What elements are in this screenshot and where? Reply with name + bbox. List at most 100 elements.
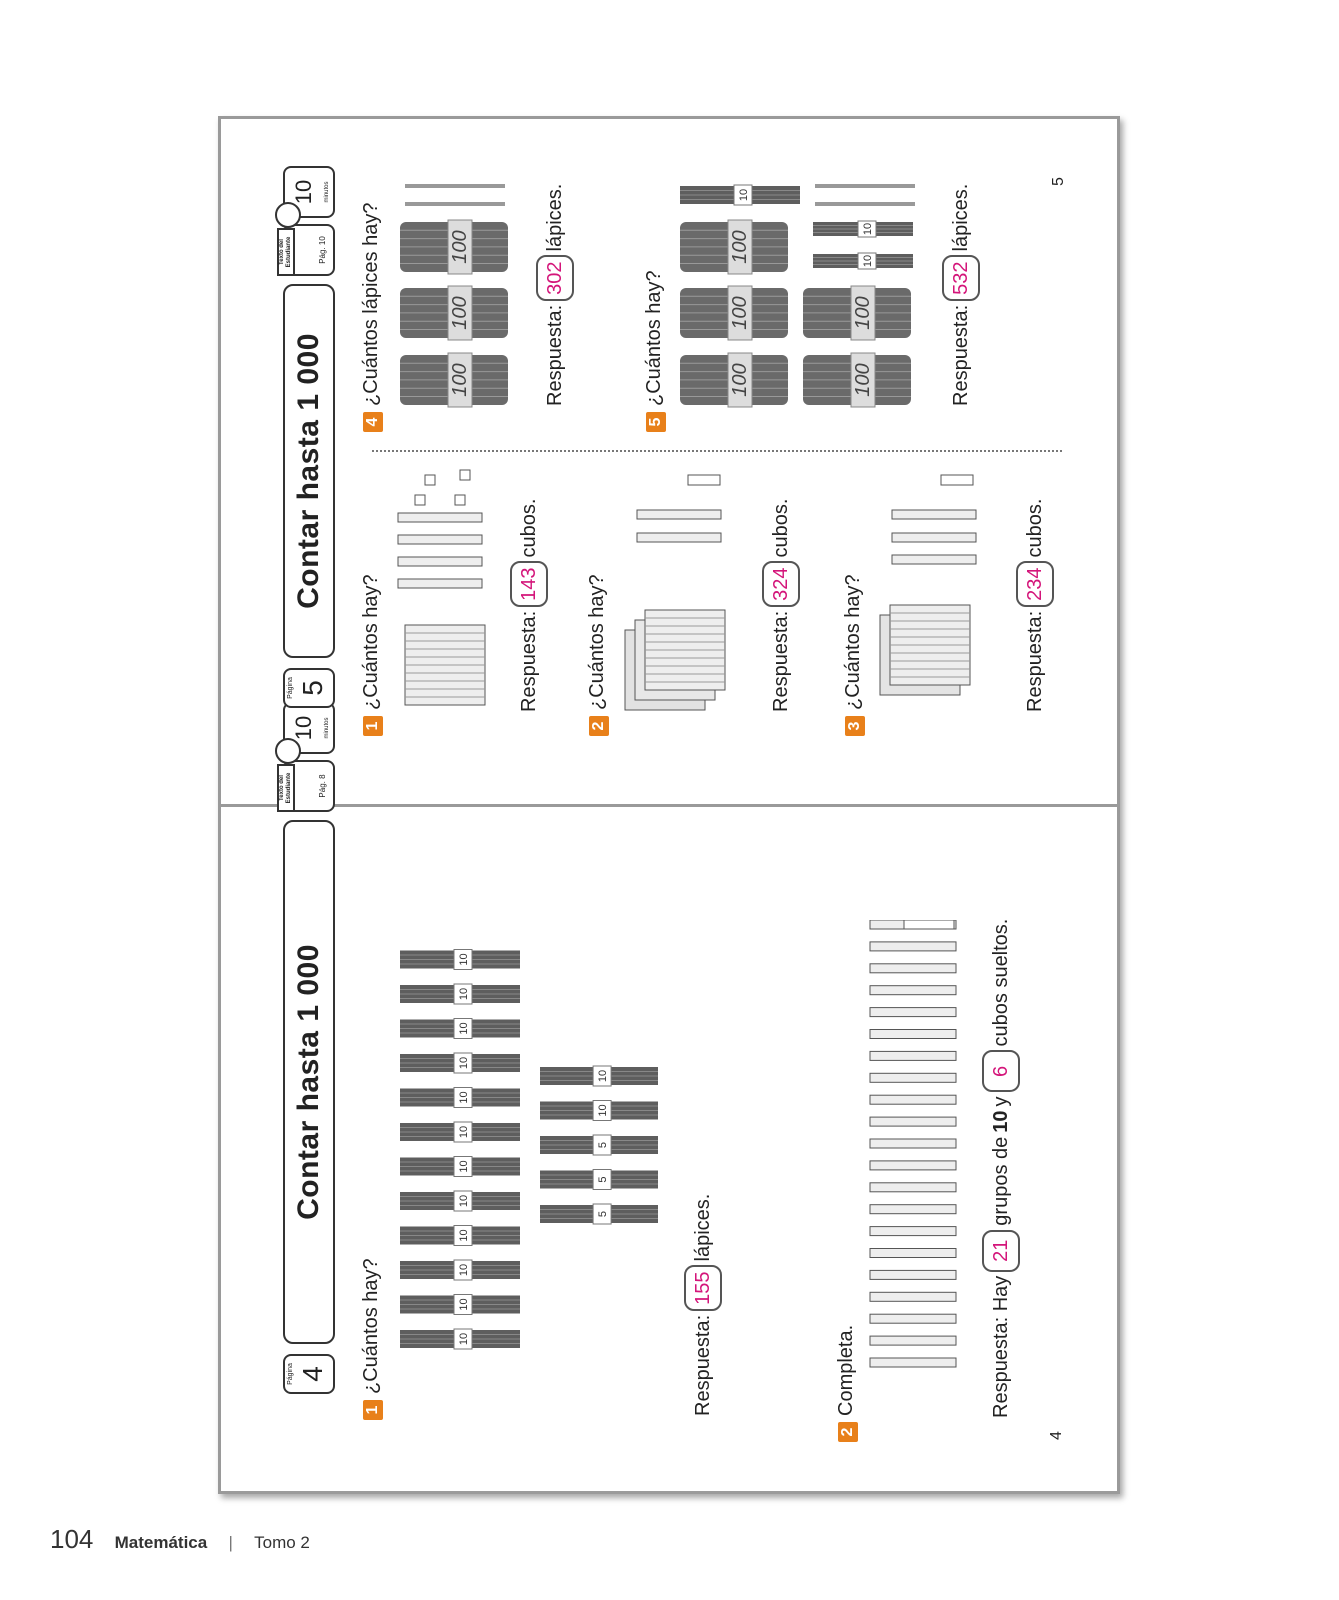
answer-box[interactable]: 143 [510,561,548,607]
ten-rod [869,1248,957,1258]
question-text: Completa. [835,1324,857,1416]
svg-text:10: 10 [458,1195,470,1207]
ten-rod [869,1335,957,1346]
question-text: ¿Cuántos hay? [360,1258,382,1394]
p4-q2-answer: Respuesta: Hay 21 grupos de 10 y 6 cubos… [982,919,1020,1418]
page-label: Página [287,677,294,699]
svg-text:5: 5 [597,1176,609,1182]
answer-box[interactable]: 155 [684,1265,722,1311]
timer-unit: minutos [324,181,330,203]
answer-suffix: lápices. [543,183,566,252]
page-title: Contar hasta 1 000 [283,284,335,658]
svg-text:100: 100 [449,296,471,329]
book-icon: Texto del Estudiante [277,764,295,812]
answer-prefix: Respuesta: [543,304,566,406]
pencil-bundle-10: 10 [400,983,520,1005]
page-number: 5 [297,680,328,696]
pencil-bundle-10: 10 [400,1052,520,1074]
pencil-bundle-100: 100 [680,285,788,341]
page-title: Contar hasta 1 000 [283,820,335,1344]
svg-text:100: 100 [852,296,874,329]
ten-rod [869,1226,957,1237]
loose-cubes [903,920,955,930]
textbook-reference: Texto del Estudiante Pág. 8 [277,760,335,812]
svg-text:5: 5 [597,1142,609,1148]
pencil-bundle-10: 10 [813,220,913,238]
answer-ten: 10 [989,1110,1012,1133]
pencil-bundle-10: 10 [400,1156,520,1177]
page-label: Página [287,1363,294,1385]
p5-q1-blocks [397,469,486,706]
ten-rod [397,556,483,567]
question-number: 3 [844,716,865,736]
ten-rod [869,985,957,996]
svg-text:100: 100 [449,363,471,396]
svg-text:10: 10 [458,1298,470,1310]
p5-question-4: 4¿Cuántos lápices hay? [360,203,383,432]
pencil-bundle-5: 5 [540,1203,658,1225]
ten-rod [869,941,957,952]
ten-rod [869,1138,957,1149]
answer-box[interactable]: 324 [762,561,800,607]
svg-text:10: 10 [597,1104,609,1116]
footer-subject: Matemática [114,1533,208,1552]
pencil-bundle-10: 10 [400,1121,520,1143]
p4-ten-rods [869,920,957,1368]
answer-box[interactable]: 302 [536,255,574,301]
answer-prefix: Respuesta: Hay [989,1275,1012,1418]
page-number-box: Página 4 [283,1354,335,1394]
timer-unit: minutos [324,717,330,739]
p5-q5-answer: Respuesta: 532 lápices. [942,184,980,406]
pencil-bundle-10: 10 [400,1190,520,1212]
pencil-bundle-10: 10 [680,184,800,206]
answer-box-loose[interactable]: 6 [982,1050,1020,1093]
answer-box[interactable]: 234 [1016,561,1054,607]
answer-box[interactable]: 532 [942,255,980,301]
ten-rod [869,1116,957,1127]
page-number-box: Página 5 [283,668,335,708]
question-number: 2 [588,716,609,736]
answer-prefix: Respuesta: [769,610,792,712]
pencil-bundle-5: 5 [540,1169,658,1190]
book-footer: 104 Matemática | Tomo 2 [50,1524,310,1554]
pencil-bundle-10: 10 [400,1328,520,1350]
svg-text:10: 10 [458,1264,470,1276]
p5-q4-answer: Respuesta: 302 lápices. [536,184,574,406]
svg-text:10: 10 [862,223,874,235]
answer-middle: grupos de [989,1136,1012,1226]
timer-value: 10 [291,179,316,205]
pencil-bundle-100: 100 [400,219,508,275]
p5-q1-answer: Respuesta: 143 cubos. [510,499,548,712]
svg-text:100: 100 [729,230,751,263]
ten-rod [636,532,722,543]
footer-volume: Tomo 2 [254,1533,310,1552]
ten-rod [869,1357,957,1368]
textbook-page: Pág. 10 [318,236,327,264]
pencil-bundle-10: 10 [540,1065,658,1087]
p4-question-1: 1¿Cuántos hay? [360,1258,383,1420]
footer-page-number: 104 [50,1524,94,1554]
ten-rod [891,509,977,520]
answer-suffix: cubos sueltos. [989,918,1012,1047]
pencil-bundle-100: 100 [400,285,508,341]
ten-rod [869,1313,957,1324]
answer-box-groups[interactable]: 21 [982,1229,1020,1272]
p5-q3-answer: Respuesta: 234 cubos. [1016,499,1054,712]
ten-rod [869,1007,957,1018]
timer-box: 10 minutos [275,702,335,764]
answer-suffix: cubos. [769,498,792,558]
ten-rod [869,1094,957,1105]
question-text: ¿Cuántos lápices hay? [360,202,382,406]
question-number: 5 [645,412,666,432]
ten-rod [891,532,977,543]
pencil-bundle-10: 10 [400,1225,520,1246]
question-text: ¿Cuántos hay? [360,574,382,710]
p5-question-2: 2¿Cuántos hay? [586,574,609,736]
p5-question-3: 3¿Cuántos hay? [842,574,865,736]
page-divider [218,804,1120,807]
p5-q3-blocks [879,474,977,696]
svg-text:100: 100 [729,363,751,396]
svg-text:100: 100 [852,363,874,396]
pencil-bundle-10: 10 [400,1018,520,1039]
ten-rod [397,578,483,589]
